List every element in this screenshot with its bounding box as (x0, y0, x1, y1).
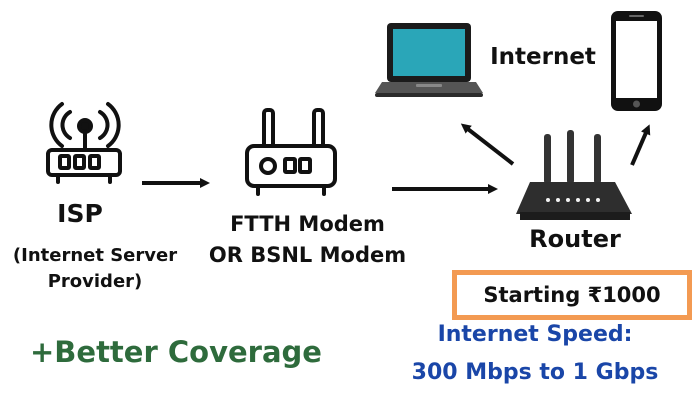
price-text: Starting ₹1000 (483, 283, 661, 307)
modem-label-line-2: OR BSNL Modem (208, 243, 407, 267)
modem-icon (245, 108, 337, 196)
router-label: Router (529, 225, 621, 253)
arrow-icon (630, 124, 651, 166)
speed-heading: Internet Speed: (437, 322, 633, 347)
arrow-icon (460, 123, 515, 166)
router-icon (516, 130, 632, 220)
modem-label: FTTH Modem OR BSNL Modem (195, 209, 420, 271)
internet-label: Internet (490, 44, 596, 70)
isp-description: (Internet Server Provider) (0, 243, 190, 295)
coverage-text: +Better Coverage (30, 335, 322, 369)
smartphone-icon (611, 11, 662, 111)
isp-label: ISP (57, 199, 103, 228)
isp-description-line-1: (Internet Server (12, 245, 178, 266)
price-badge: Starting ₹1000 (452, 270, 692, 320)
speed-value: 300 Mbps to 1 Gbps (411, 360, 659, 385)
isp-description-line-2: Provider) (47, 271, 143, 292)
isp-tower-icon (46, 102, 122, 184)
laptop-icon (375, 23, 483, 97)
modem-label-line-1: FTTH Modem (230, 212, 385, 236)
